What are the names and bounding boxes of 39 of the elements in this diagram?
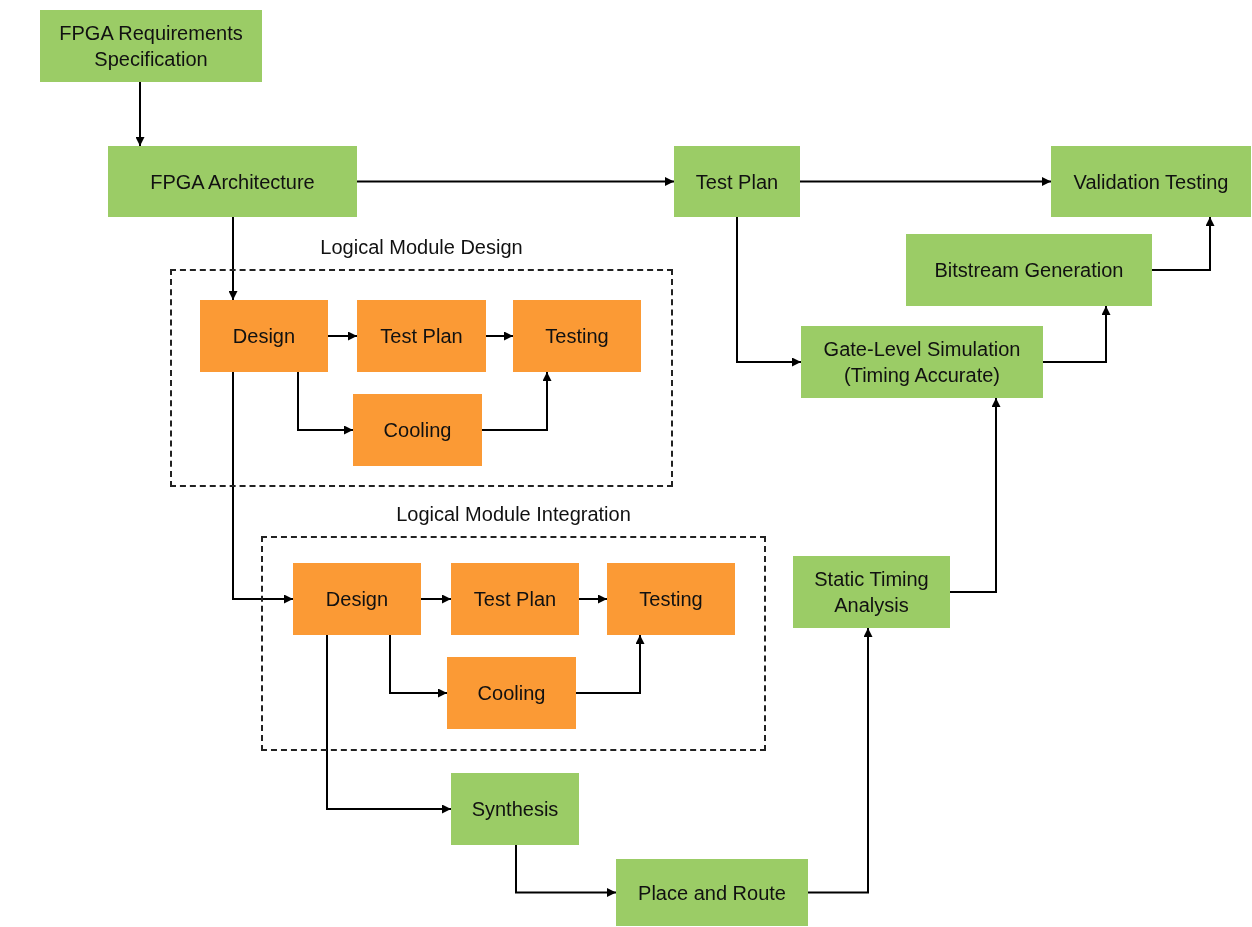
- arrow: [807, 627, 873, 894]
- arrow: [481, 371, 552, 431]
- process-box: Test Plan: [451, 563, 579, 635]
- arrow: [799, 177, 1052, 186]
- process-box: Gate-Level Simulation (Timing Accurate): [801, 326, 1043, 398]
- arrow: [1151, 216, 1215, 271]
- process-box: Testing: [513, 300, 641, 372]
- arrow: [389, 634, 448, 698]
- process-box: Cooling: [447, 657, 576, 729]
- process-box: Place and Route: [616, 859, 808, 926]
- process-box: Synthesis: [451, 773, 579, 845]
- process-box: Testing: [607, 563, 735, 635]
- process-box: Validation Testing: [1051, 146, 1251, 217]
- process-box: FPGA Requirements Specification: [40, 10, 262, 82]
- arrow: [578, 594, 608, 604]
- process-box: Static Timing Analysis: [793, 556, 950, 628]
- arrow: [297, 371, 354, 435]
- process-box: Design: [200, 300, 328, 372]
- arrow: [1042, 305, 1111, 363]
- arrow: [327, 331, 358, 341]
- arrow: [420, 594, 452, 604]
- group-heading: Logical Module Integration: [396, 503, 631, 526]
- arrow: [949, 397, 1001, 593]
- arrow: [326, 634, 452, 814]
- arrow: [736, 216, 802, 367]
- process-box: Design: [293, 563, 421, 635]
- arrow: [485, 331, 514, 341]
- arrow: [575, 634, 645, 694]
- arrow: [356, 177, 675, 186]
- process-box: Bitstream Generation: [906, 234, 1152, 306]
- arrow: [228, 216, 238, 301]
- arrow: [232, 371, 294, 604]
- group-heading: Logical Module Design: [320, 236, 523, 259]
- process-box: Test Plan: [357, 300, 486, 372]
- arrow: [515, 844, 617, 897]
- process-box: Cooling: [353, 394, 482, 466]
- process-box: Test Plan: [674, 146, 800, 217]
- arrow: [135, 81, 145, 147]
- process-box: FPGA Architecture: [108, 146, 357, 217]
